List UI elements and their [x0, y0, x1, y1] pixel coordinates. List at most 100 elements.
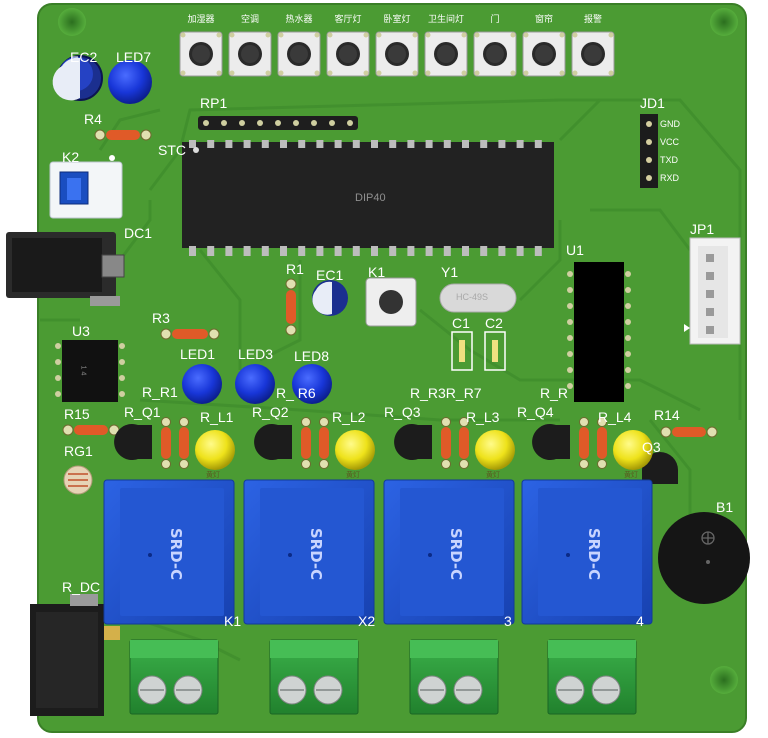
- label-jp1: JP1: [690, 221, 715, 237]
- push-button-0[interactable]: [179, 31, 223, 77]
- label-r-l1: R_L1: [200, 409, 234, 425]
- relay-label-2: SRD-C: [307, 527, 326, 581]
- led-tag-1: 黄灯: [206, 471, 220, 479]
- button-label-3: 客厅灯: [334, 15, 362, 25]
- mounting-hole: [710, 8, 738, 36]
- label-k1-relay: K1: [224, 613, 242, 629]
- label-k2: K2: [62, 149, 80, 165]
- label-r-l3: R_L3: [466, 409, 500, 425]
- transistor-q3: [642, 452, 678, 484]
- label-stc: STC: [158, 142, 186, 158]
- button-label-6: 门: [490, 15, 500, 25]
- label-ec2: EC2: [70, 49, 98, 65]
- button-label-1: 空调: [240, 15, 259, 25]
- led7: [108, 60, 152, 104]
- button-label-7: 窗帘: [534, 15, 553, 25]
- resistor-r1: [285, 278, 297, 336]
- jd1-pin-gnd: GND: [660, 119, 680, 129]
- chip-u1: [574, 262, 624, 402]
- push-button-1[interactable]: [228, 31, 272, 77]
- capacitor-c1: [451, 331, 473, 371]
- channel-3: [383, 417, 515, 715]
- relay-label-1: SRD-C: [167, 527, 186, 581]
- capacitor-c2: [484, 331, 506, 371]
- mounting-hole: [710, 666, 738, 694]
- label-led8: LED8: [294, 348, 330, 364]
- label-r1: R1: [286, 261, 304, 277]
- push-button-5[interactable]: [424, 31, 468, 77]
- led1: [182, 364, 222, 404]
- led3: [235, 364, 275, 404]
- channel-4: [521, 417, 653, 715]
- label-b1: B1: [716, 499, 734, 515]
- label-r-q4: R_Q4: [517, 404, 554, 420]
- label-y1: Y1: [441, 264, 459, 280]
- label-ec1: EC1: [316, 267, 344, 283]
- label-x3: 3: [504, 613, 512, 629]
- led-tag-3: 黄灯: [486, 471, 500, 479]
- label-r15: R15: [64, 406, 90, 422]
- push-button-3[interactable]: [326, 31, 370, 77]
- resistor-r15: [62, 424, 120, 436]
- jd1-pin-rxd: RXD: [660, 173, 680, 183]
- label-x2: X2: [358, 613, 376, 629]
- label-led1: LED1: [180, 346, 216, 362]
- push-button-8[interactable]: [571, 31, 615, 77]
- label-k1: K1: [368, 264, 386, 280]
- label-x4: 4: [636, 613, 644, 629]
- mcu-dip40: [182, 140, 554, 256]
- mounting-hole: [58, 8, 86, 36]
- button-label-5: 卫生间灯: [427, 15, 464, 25]
- button-label-8: 报警: [583, 15, 602, 25]
- label-r-q1: R_Q1: [124, 404, 161, 420]
- label-led3: LED3: [238, 346, 274, 362]
- led8: [292, 364, 332, 404]
- resistor-r4: [94, 129, 152, 141]
- jd1-pin-txd: TXD: [660, 155, 678, 165]
- channel-2: [243, 417, 375, 715]
- label-r-r: R_R: [540, 385, 569, 401]
- label-r-r6: R_ R6: [276, 385, 316, 401]
- relay-label-3: SRD-C: [447, 527, 466, 581]
- led-tag-4: 黄灯: [624, 471, 638, 479]
- label-r4: R4: [84, 111, 102, 127]
- label-r-q3: R_Q3: [384, 404, 421, 420]
- label-rp1: RP1: [200, 95, 228, 111]
- channel-1: [103, 417, 235, 715]
- label-c1: C1: [452, 315, 470, 331]
- label-r-r3r7: R_R3R_R7: [410, 385, 482, 401]
- label-u3: U3: [72, 323, 90, 339]
- chip-u3: [62, 340, 118, 402]
- label-r-l4: R_L4: [598, 409, 632, 425]
- chip-dip40-label: DIP40: [355, 192, 386, 204]
- label-r-q2: R_Q2: [252, 404, 289, 420]
- push-button-7[interactable]: [522, 31, 566, 77]
- label-dc1: DC1: [124, 225, 153, 241]
- push-button-6[interactable]: [473, 31, 517, 77]
- u3-marking: 1 4: [79, 365, 87, 376]
- led-tag-2: 黄灯: [346, 471, 360, 479]
- button-label-2: 热水器: [285, 15, 313, 25]
- resistor-r14: [660, 426, 718, 438]
- button-label-4: 卧室灯: [383, 15, 411, 25]
- label-r-l2: R_L2: [332, 409, 366, 425]
- label-r3: R3: [152, 310, 170, 326]
- label-led7: LED7: [116, 49, 152, 65]
- buzzer-b1: [658, 512, 750, 604]
- label-r14: R14: [654, 407, 680, 423]
- resistor-r3: [160, 328, 220, 340]
- button-label-0: 加湿器: [187, 15, 215, 25]
- crystal-y1: [439, 283, 517, 313]
- crystal-label: HC-49S: [456, 292, 489, 302]
- label-jd1: JD1: [640, 95, 665, 111]
- label-rg1: RG1: [64, 443, 93, 459]
- label-r-dc: R_DC: [62, 579, 101, 595]
- push-button-2[interactable]: [277, 31, 321, 77]
- label-r-r1: R_R1: [142, 384, 178, 400]
- jd1-pin-vcc: VCC: [660, 137, 680, 147]
- label-q3: Q3: [642, 439, 661, 455]
- push-button-4[interactable]: [375, 31, 419, 77]
- header-jd1: [640, 114, 658, 188]
- label-c2: C2: [485, 315, 503, 331]
